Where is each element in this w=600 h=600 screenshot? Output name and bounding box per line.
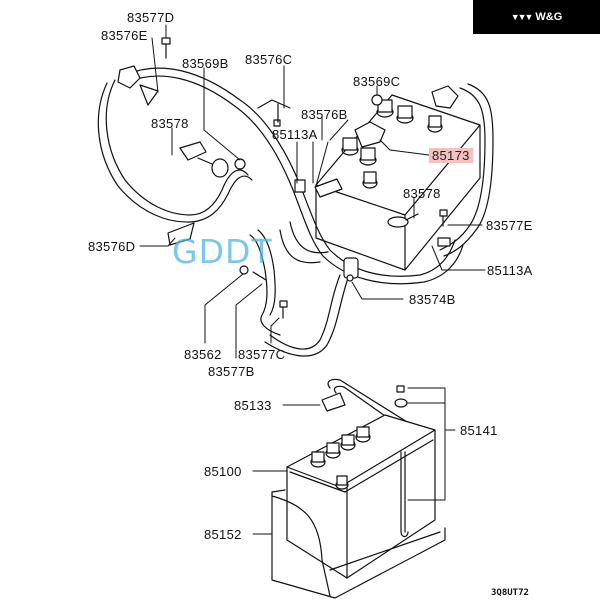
leader-lines bbox=[140, 25, 485, 534]
bolt-83577e bbox=[440, 210, 447, 226]
part-label-83576c[interactable]: 83576C bbox=[245, 52, 293, 67]
brand-name: W&G bbox=[535, 11, 563, 23]
clamp-83574b bbox=[344, 258, 358, 281]
part-label-83576e[interactable]: 83576E bbox=[101, 28, 148, 43]
part-label-83576d[interactable]: 83576D bbox=[88, 239, 136, 254]
clip-83576e bbox=[118, 66, 158, 105]
part-label-85133[interactable]: 85133 bbox=[234, 398, 272, 413]
left-loop-cable bbox=[98, 80, 252, 222]
upper-battery bbox=[316, 86, 480, 270]
washer-83562 bbox=[240, 266, 248, 274]
part-label-83574b[interactable]: 83574B bbox=[409, 292, 456, 307]
branch-cable bbox=[265, 222, 348, 356]
watermark: GDDT bbox=[172, 232, 273, 271]
main-cable bbox=[125, 68, 463, 284]
brand-badge: ▼▼▼ W&G bbox=[473, 0, 600, 34]
lower-battery-85100 bbox=[287, 415, 435, 578]
part-label-83578-left[interactable]: 83578 bbox=[151, 116, 189, 131]
part-label-83569c[interactable]: 83569C bbox=[353, 74, 401, 89]
bolt-83577d bbox=[162, 38, 170, 58]
sleeve-83576b bbox=[315, 179, 342, 197]
ground-cable bbox=[250, 230, 280, 335]
clip-83578-right bbox=[388, 214, 418, 227]
part-label-85100[interactable]: 85100 bbox=[204, 464, 242, 479]
triple-chevron-logo-icon: ▼▼▼ bbox=[510, 12, 534, 22]
part-label-83577c[interactable]: 83577C bbox=[238, 347, 286, 362]
bracket-83576c bbox=[258, 100, 290, 126]
part-label-83577d[interactable]: 83577D bbox=[127, 10, 175, 25]
part-label-85113a-upper[interactable]: 85113A bbox=[272, 127, 318, 142]
part-label-83576b[interactable]: 83576B bbox=[301, 107, 348, 122]
terminal-clamp bbox=[355, 122, 385, 147]
diagram-code: 3Q8UT72 bbox=[491, 588, 529, 598]
part-label-83578-right[interactable]: 83578 bbox=[403, 186, 441, 201]
bolt-83577c bbox=[280, 301, 287, 318]
battery-tray-85152 bbox=[272, 490, 445, 598]
upper-battery-terminals bbox=[342, 100, 442, 188]
part-label-85113a-lower[interactable]: 85113A bbox=[487, 263, 533, 278]
part-label-83562[interactable]: 83562 bbox=[184, 347, 222, 362]
part-label-83569b[interactable]: 83569B bbox=[182, 56, 229, 71]
nut-85141 bbox=[395, 386, 407, 407]
part-label-85173[interactable]: 85173 bbox=[429, 148, 473, 163]
part-label-85152[interactable]: 85152 bbox=[204, 527, 242, 542]
lower-battery-terminals bbox=[311, 427, 370, 489]
clip-83578-left bbox=[180, 142, 228, 177]
hold-down-rod bbox=[401, 452, 408, 537]
bolt-83577b bbox=[253, 272, 266, 280]
sleeve-85113a bbox=[295, 180, 450, 246]
nut-83569b bbox=[235, 159, 245, 169]
part-label-83577e[interactable]: 83577E bbox=[486, 218, 533, 233]
positive-terminal-connector bbox=[432, 86, 458, 108]
bracket-83576d bbox=[168, 223, 194, 245]
nut-83569c bbox=[372, 95, 382, 105]
part-label-85141[interactable]: 85141 bbox=[460, 423, 498, 438]
part-label-83577b[interactable]: 83577B bbox=[208, 364, 255, 379]
positive-cable bbox=[440, 84, 493, 256]
